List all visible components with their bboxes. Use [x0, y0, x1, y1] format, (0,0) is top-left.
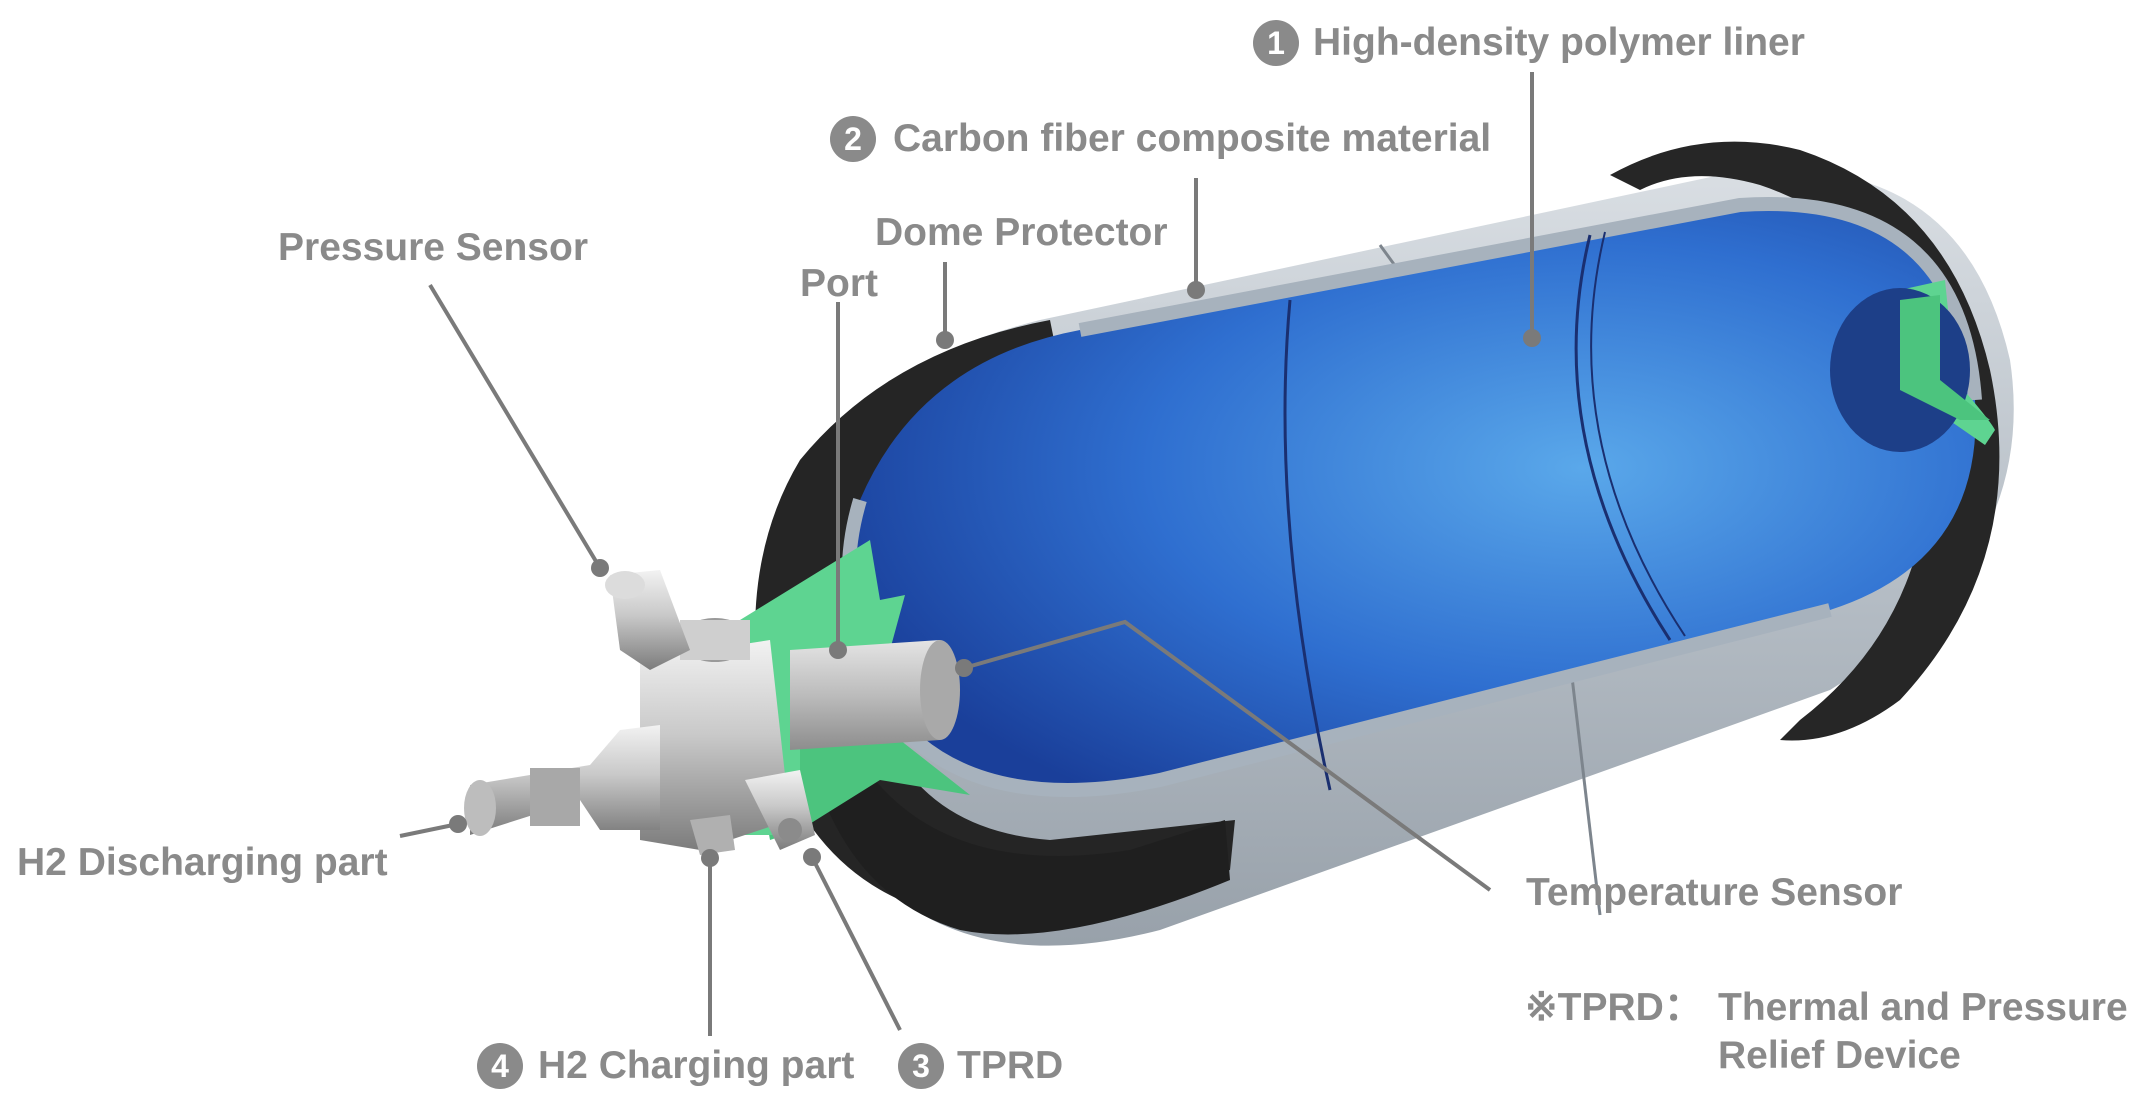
valve-cap-body [680, 620, 750, 660]
charging-fitting [690, 815, 735, 855]
charging-leader-dot [701, 849, 719, 867]
h2-discharging-label: H2 Discharging part [17, 841, 388, 884]
pressure-sensor-top [605, 571, 645, 599]
footnote-line-2: Relief Device [1718, 1034, 1961, 1077]
temperature-sensor-leader-dot [955, 659, 973, 677]
tprd-leader-dot [803, 848, 821, 866]
liner-seam [1590, 231, 1686, 637]
liner-seam [1283, 299, 1332, 791]
port-leader-dot [829, 641, 847, 659]
temperature-sensor-leader [963, 619, 1492, 892]
h2-charging-label: H2 Charging part [538, 1044, 855, 1087]
rear-boss-front [1900, 295, 1990, 420]
leader-lines [399, 72, 1541, 1036]
composite-label: Carbon fiber composite material [893, 117, 1492, 160]
port-tube [790, 640, 950, 750]
shell-seam [1568, 659, 1602, 916]
composite-leader-dot [1187, 281, 1205, 299]
dome-protector-left-bottom [820, 760, 1230, 935]
discharging-leader [399, 822, 459, 838]
tprd-label: TPRD [957, 1044, 1064, 1087]
pressure-sensor-leader-dot [591, 559, 609, 577]
h2-charging-number-badge: 4 [477, 1043, 523, 1089]
tprd-outlet [778, 818, 802, 842]
discharging-leader-dot [449, 815, 467, 833]
liner-number-badge: 1 [1253, 20, 1299, 66]
liner-seam [1574, 234, 1672, 641]
liner-leader-dot [1523, 329, 1541, 347]
boss-flange-top [740, 540, 905, 650]
port-label: Port [800, 262, 878, 305]
liner-label: High-density polymer liner [1313, 21, 1805, 64]
pressure-sensor-label: Pressure Sensor [278, 226, 589, 269]
discharge-knurl [530, 768, 580, 826]
composite-number-badge: 2 [830, 116, 876, 162]
dome-protector-label: Dome Protector [875, 211, 1168, 254]
tprd-leader [810, 856, 902, 1031]
valve-block [640, 640, 790, 850]
pressure-sensor-leader [428, 283, 602, 570]
footnote-line-1: Thermal and Pressure [1718, 986, 2128, 1029]
tprd-number-badge: 3 [898, 1043, 944, 1089]
discharge-tip [464, 780, 496, 836]
port-tube-end [920, 640, 960, 740]
tank-body [755, 141, 2014, 946]
footnote-mark: ※TPRD： [1525, 986, 1703, 1029]
temperature-sensor-label: Temperature Sensor [1526, 871, 1903, 914]
valve-assembly [464, 570, 815, 855]
dome-protector-leader-dot [936, 331, 954, 349]
polymer-liner [848, 204, 1976, 790]
